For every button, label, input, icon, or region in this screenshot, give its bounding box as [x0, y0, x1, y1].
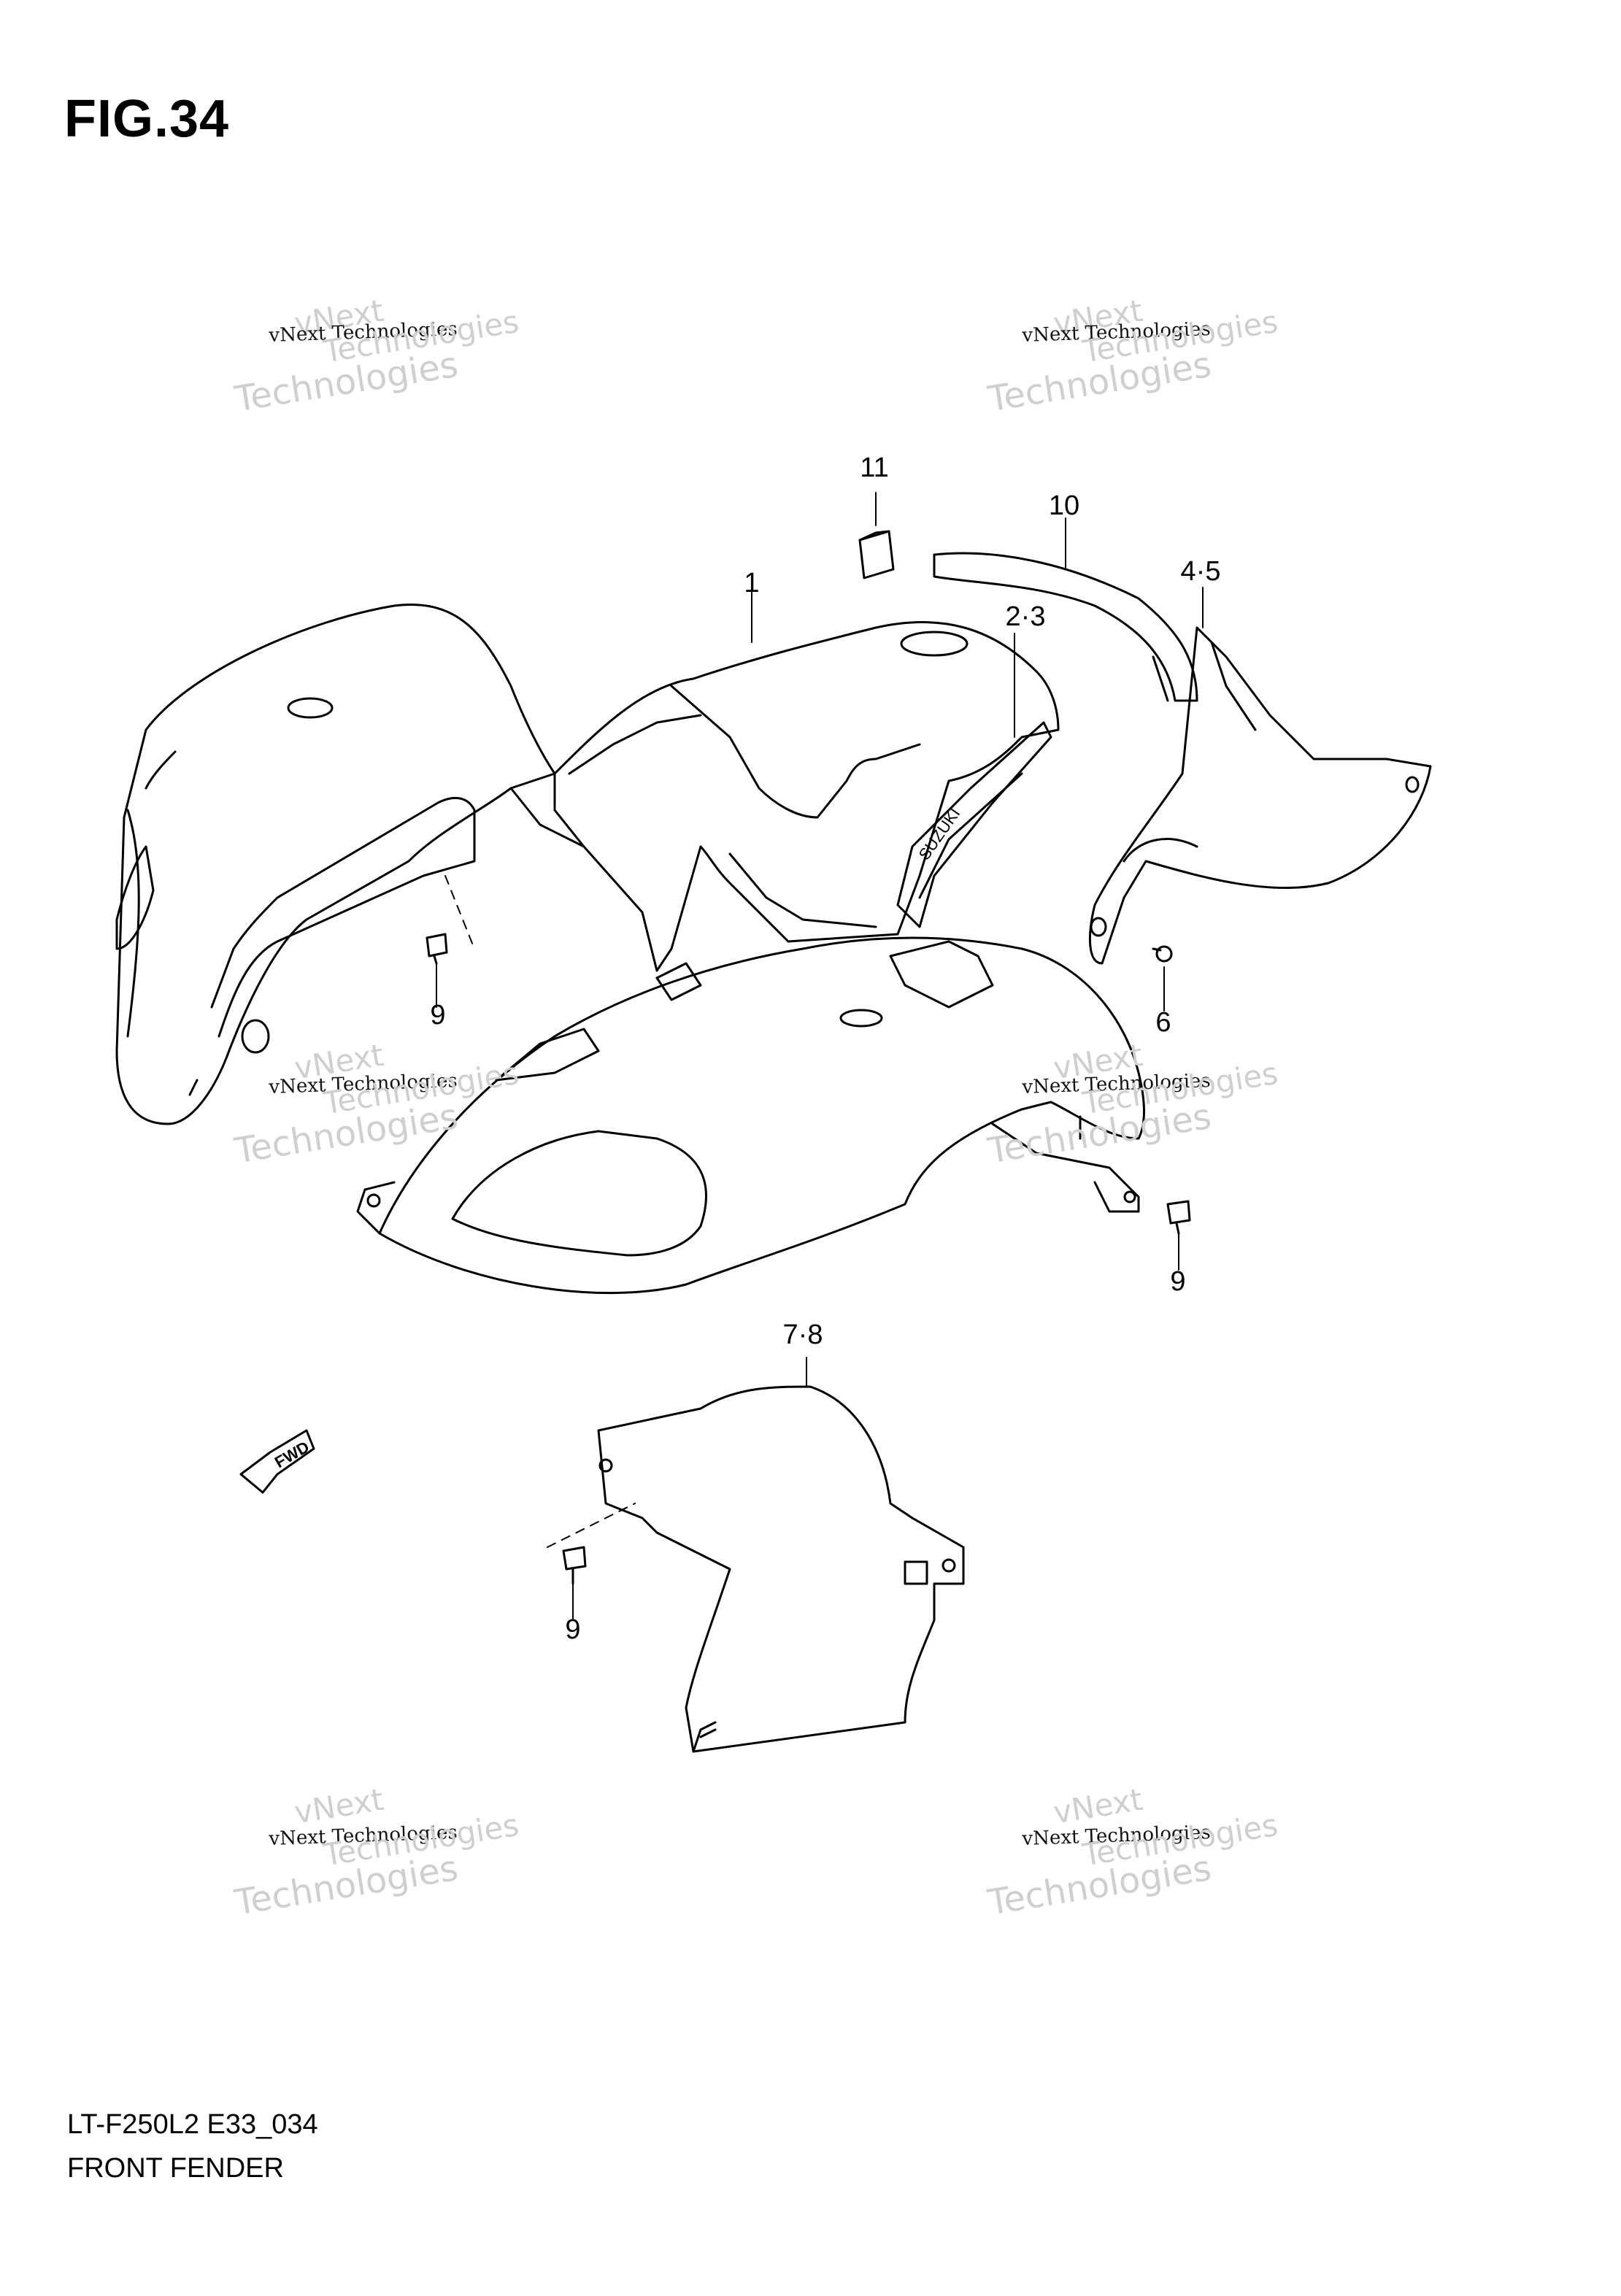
callout-9-right: 9 — [1170, 1266, 1186, 1297]
front-fender-body — [115, 604, 1145, 1295]
callout-9-bottom: 9 — [565, 1614, 581, 1645]
callout-6: 6 — [1155, 1007, 1171, 1038]
figure-title: FIG.34 — [64, 90, 230, 148]
model-code: LT-F250L2 E33_034 — [67, 2109, 318, 2140]
leader-lines — [436, 492, 1204, 1621]
forward-arrow-icon — [239, 1429, 315, 1494]
callout-11: 11 — [860, 452, 889, 483]
bolt-icon — [562, 1546, 587, 1585]
callout-1: 1 — [744, 568, 760, 598]
callout-4-5: 4·5 — [1180, 556, 1221, 587]
fwd-label: FWD — [272, 1438, 312, 1472]
callout-2-3: 2·3 — [1005, 601, 1046, 632]
side-panel — [1089, 626, 1432, 965]
clip-block — [858, 530, 895, 579]
bolt-icon — [426, 933, 448, 965]
decal: SUZUKI — [896, 721, 1052, 928]
screw-icon — [1152, 945, 1173, 963]
bolt-icon — [1166, 1200, 1191, 1235]
part-name: FRONT FENDER — [67, 2153, 284, 2184]
callout-9-left: 9 — [430, 1000, 446, 1030]
mud-guard — [597, 1385, 965, 1753]
callout-7-8: 7·8 — [782, 1320, 823, 1350]
trim-strip — [933, 552, 1198, 702]
callout-10: 10 — [1048, 490, 1080, 521]
